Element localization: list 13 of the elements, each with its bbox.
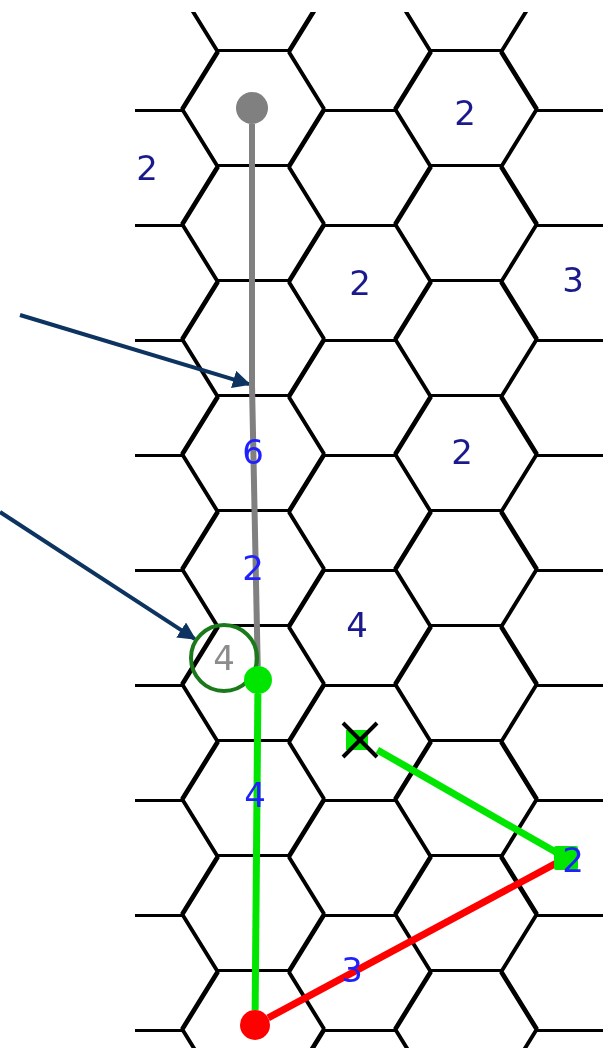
arrow xyxy=(19,313,251,389)
path-dot xyxy=(240,1010,270,1040)
path-line xyxy=(249,124,255,382)
cell-number: 2 xyxy=(349,264,371,302)
cell-number: 2 xyxy=(136,149,158,187)
cell-number: 2 xyxy=(454,94,476,132)
cell-number: 2 xyxy=(451,433,473,471)
path-dot xyxy=(244,666,272,694)
arrow xyxy=(0,510,197,641)
path-dot xyxy=(236,92,268,124)
cross-marker xyxy=(340,720,380,760)
cell-number: 4 xyxy=(346,606,368,644)
cell-number: 3 xyxy=(562,261,584,299)
